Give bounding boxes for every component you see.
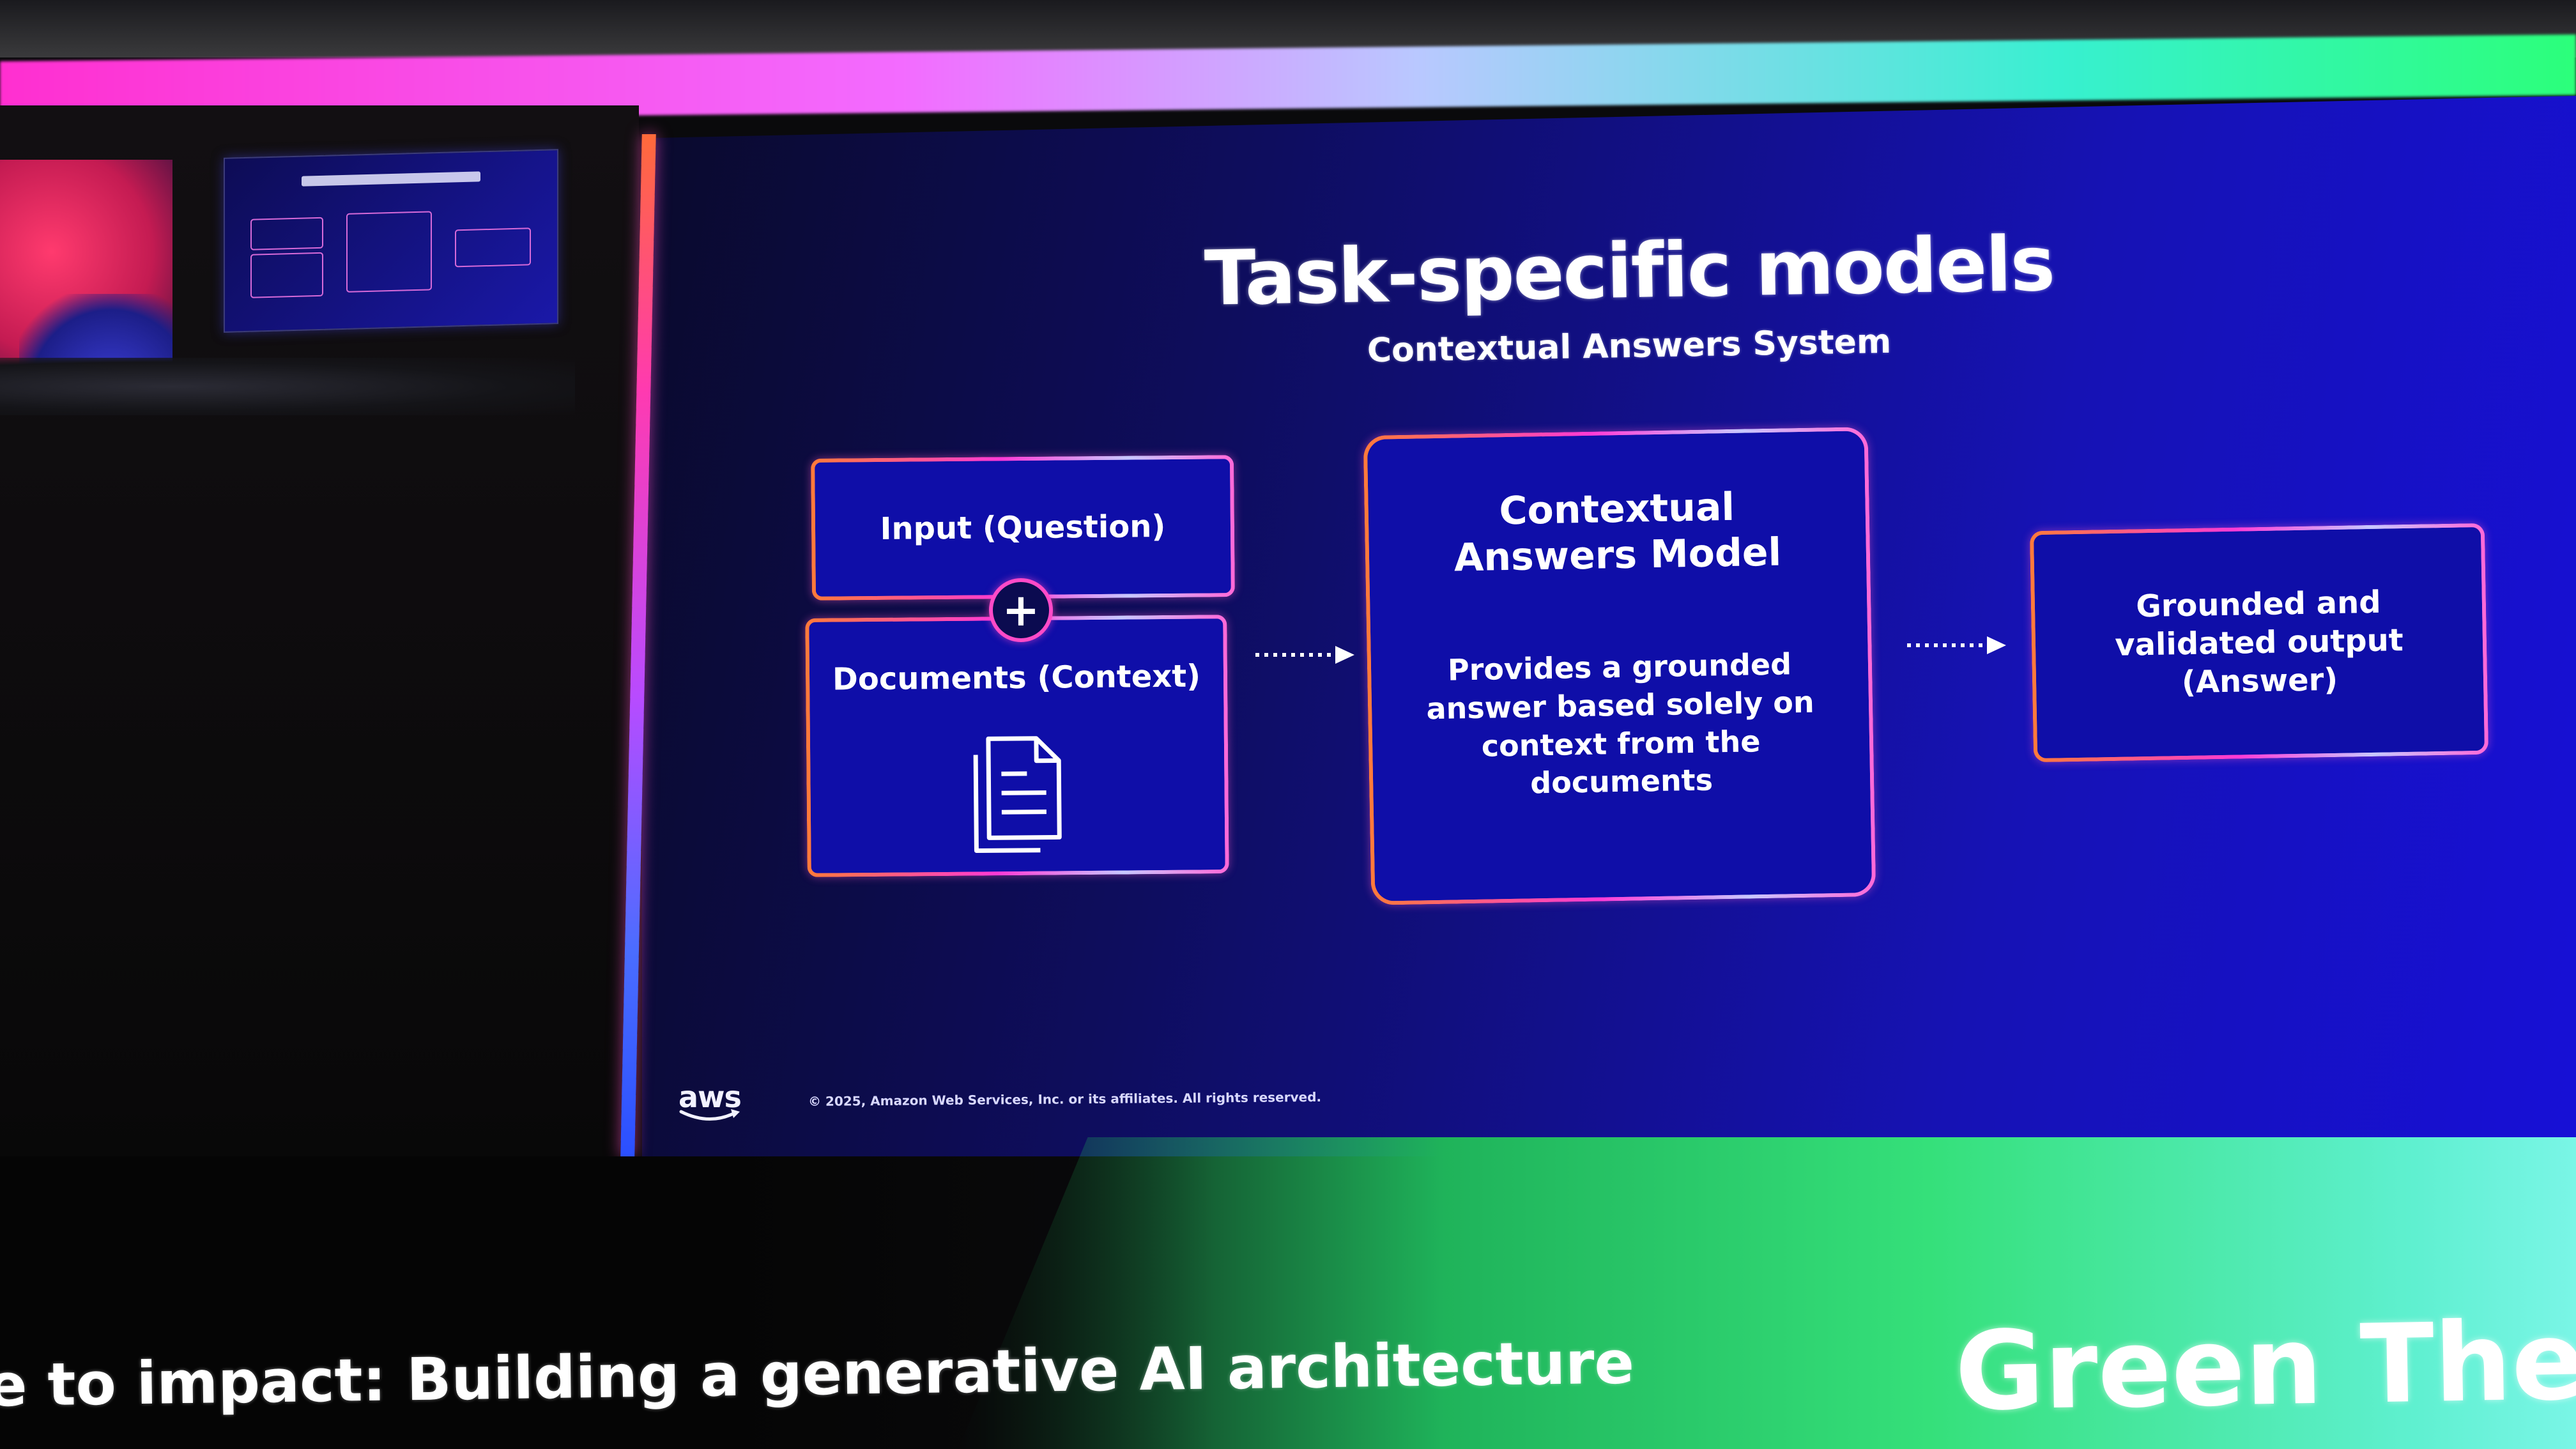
stage-front-dark — [0, 1156, 1214, 1449]
secondary-screen-box — [455, 227, 531, 268]
side-stage-light — [0, 160, 172, 390]
venue-label: Green Theat — [1954, 1296, 2576, 1436]
input-question-label: Input (Question) — [880, 509, 1166, 547]
grounded-output-box: Grounded and validated output (Answer) — [2029, 523, 2489, 763]
documents-context-label: Documents (Context) — [832, 658, 1201, 698]
aws-smile-icon — [679, 1109, 740, 1121]
dotted-arrow-icon — [1907, 636, 2006, 654]
documents-context-box: Documents (Context) — [805, 615, 1229, 877]
aws-logo-text: aws — [678, 1080, 742, 1114]
output-label: Grounded and validated output (Answer) — [2114, 584, 2404, 701]
dotted-arrow-icon — [1255, 646, 1354, 664]
plus-icon: + — [989, 578, 1053, 642]
secondary-screen-title-blur — [302, 171, 480, 187]
aws-logo: aws — [678, 1080, 749, 1124]
secondary-screen — [224, 149, 558, 333]
secondary-screen-box — [250, 217, 323, 250]
green-neon-band — [958, 1137, 2576, 1449]
document-stack-icon — [973, 736, 1062, 854]
secondary-screen-box — [346, 211, 432, 293]
contextual-answers-model-box: Contextual Answers Model Provides a grou… — [1363, 427, 1876, 905]
model-description: Provides a grounded answer based solely … — [1426, 647, 1815, 801]
slide-title: Task-specific models — [1204, 219, 2055, 323]
audience-silhouettes — [0, 358, 575, 415]
secondary-screen-box — [250, 252, 323, 298]
model-title: Contextual Answers Model — [1453, 484, 1782, 581]
